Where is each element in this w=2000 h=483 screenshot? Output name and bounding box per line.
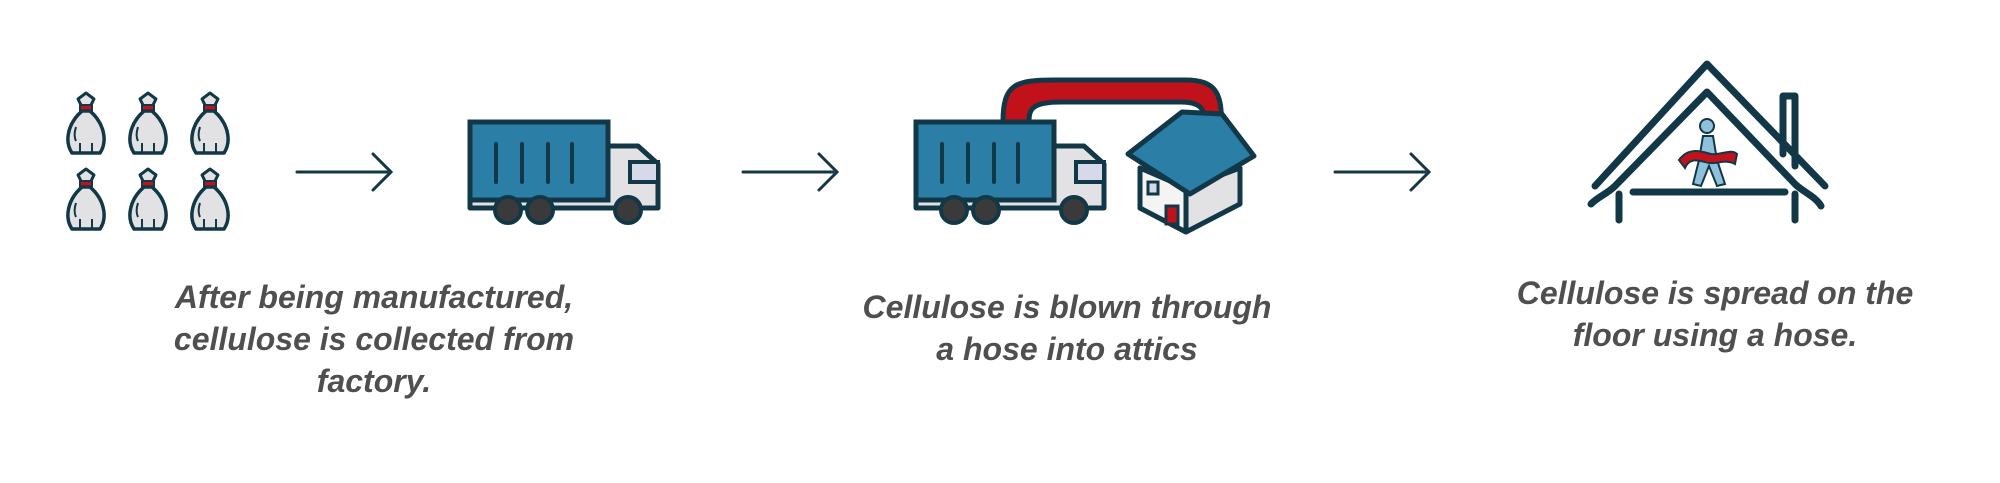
caption-line: cellulose is collected from bbox=[173, 321, 575, 357]
caption-line: floor using a hose. bbox=[1572, 317, 1858, 353]
caption-line: Cellulose is blown through bbox=[862, 289, 1272, 325]
step-1-caption: After being manufactured, cellulose is c… bbox=[174, 276, 574, 402]
attic-icon bbox=[1587, 60, 1829, 224]
caption-line: Cellulose is spread on the bbox=[1516, 275, 1914, 311]
arrow-right-icon bbox=[1333, 152, 1432, 192]
caption-line: factory. bbox=[316, 363, 432, 399]
truck-icon bbox=[914, 118, 1108, 226]
house-icon bbox=[1125, 109, 1257, 235]
caption-line: a hose into attics bbox=[936, 331, 1198, 367]
step-2-caption: Cellulose is blown through a hose into a… bbox=[863, 286, 1272, 370]
arrow-right-icon bbox=[741, 152, 840, 192]
caption-line: After being manufactured, bbox=[174, 279, 574, 315]
cellulose-bags-icon bbox=[66, 91, 230, 231]
truck-icon bbox=[467, 119, 661, 225]
arrow-right-icon bbox=[295, 152, 394, 192]
step-3-caption: Cellulose is spread on the floor using a… bbox=[1517, 272, 1914, 356]
